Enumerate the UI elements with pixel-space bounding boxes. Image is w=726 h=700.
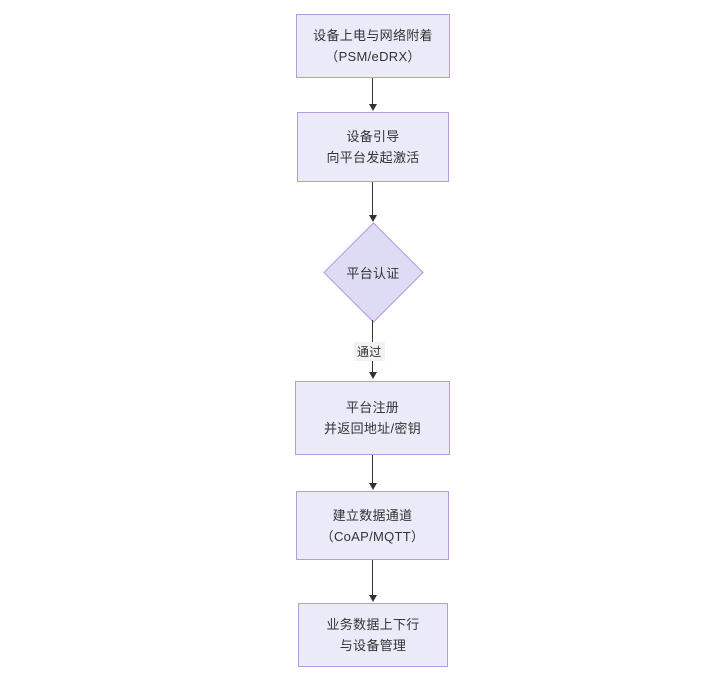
- node-channel-line-2: （CoAP/MQTT）: [320, 528, 425, 544]
- connector-bootstrap-to-auth: [372, 182, 373, 216]
- node-auth-label: 平台认证: [346, 265, 400, 281]
- arrowhead-data-mgmt: [369, 595, 377, 602]
- node-bootstrap-line-2: 向平台发起激活: [326, 150, 420, 165]
- node-data-mgmt[interactable]: 业务数据上下行 与设备管理: [298, 603, 448, 667]
- arrowhead-auth: [369, 215, 377, 222]
- node-register[interactable]: 平台注册 并返回地址/密钥: [295, 381, 450, 455]
- node-power-on-line-2: （PSM/eDRX）: [325, 49, 421, 64]
- node-power-on-line-1: 设备上电与网络附着: [313, 28, 433, 43]
- node-data-mgmt-line-1: 业务数据上下行: [326, 617, 420, 632]
- node-power-on[interactable]: 设备上电与网络附着 （PSM/eDRX）: [296, 14, 450, 78]
- connector-register-to-channel: [372, 455, 373, 484]
- node-auth[interactable]: 平台认证: [322, 221, 424, 323]
- connector-channel-to-data-mgmt: [372, 560, 373, 596]
- node-channel-line-1: 建立数据通道: [332, 507, 413, 523]
- arrowhead-bootstrap: [369, 104, 377, 111]
- node-bootstrap[interactable]: 设备引导 向平台发起激活: [297, 112, 449, 182]
- arrowhead-channel: [369, 483, 377, 490]
- arrowhead-register: [369, 372, 377, 379]
- node-register-line-2: 并返回地址/密钥: [323, 421, 421, 436]
- node-register-line-1: 平台注册: [345, 400, 400, 415]
- node-channel[interactable]: 建立数据通道 （CoAP/MQTT）: [296, 491, 449, 560]
- edge-label-pass: 通过: [354, 342, 385, 361]
- node-bootstrap-line-1: 设备引导: [346, 129, 400, 144]
- connector-power-on-to-bootstrap: [372, 78, 373, 105]
- node-data-mgmt-line-2: 与设备管理: [339, 638, 407, 653]
